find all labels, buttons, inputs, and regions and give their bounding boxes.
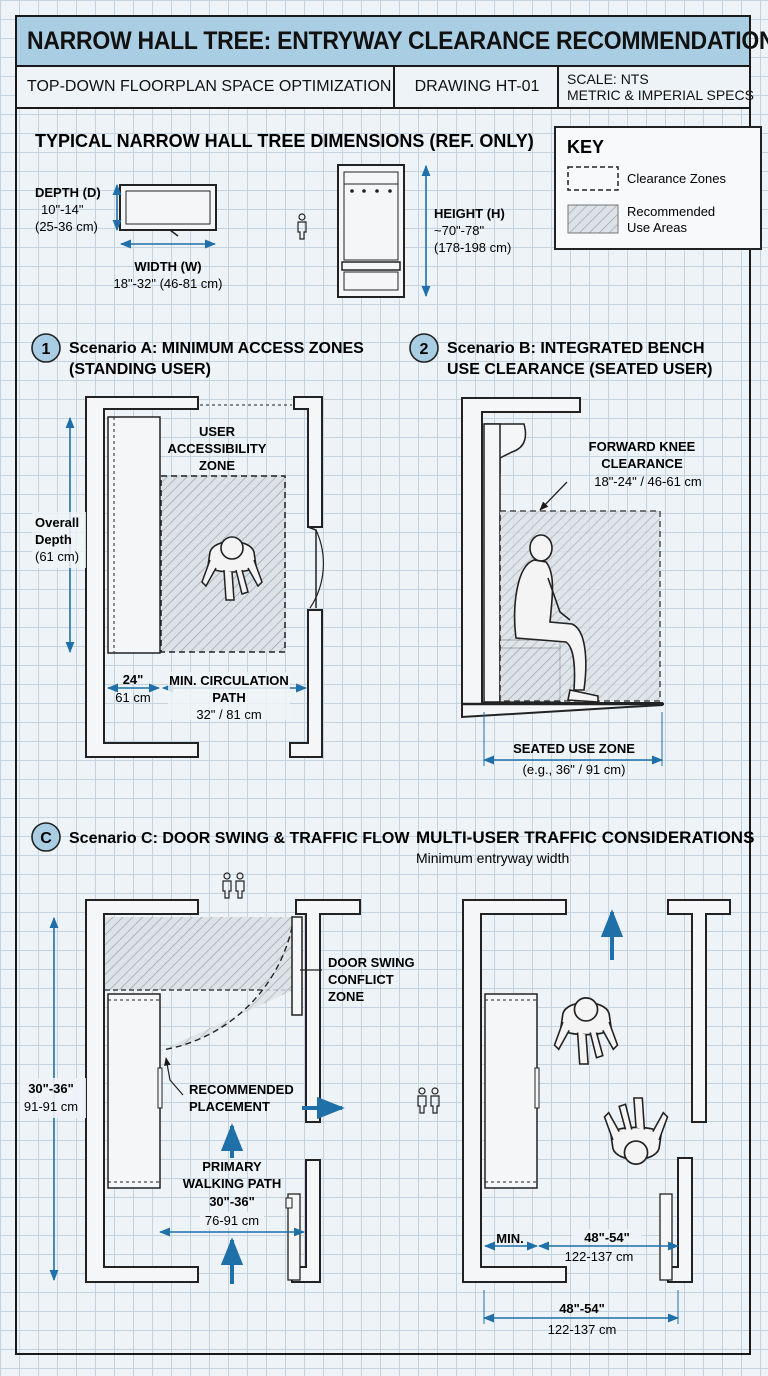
zone-label-3: ZONE xyxy=(199,458,235,473)
conflict-label-2: CONFLICT xyxy=(328,972,394,987)
scenario-a-badge xyxy=(31,333,61,363)
min-label: MIN. xyxy=(496,1231,523,1246)
passing-width-metric: 122-137 cm xyxy=(565,1249,634,1264)
scenario-b-title-1: Scenario B: INTEGRATED BENCH xyxy=(447,340,705,357)
seated-zone-value: (e.g., 36" / 91 cm) xyxy=(523,762,626,777)
total-width-imperial: 48"-54" xyxy=(559,1301,605,1316)
spec-line: METRIC & IMPERIAL SPECS xyxy=(567,87,754,103)
knee-label-2: CLEARANCE xyxy=(601,456,683,471)
conflict-label-1: DOOR SWING xyxy=(328,955,415,970)
width-value: 18"-32" (46-81 cm) xyxy=(114,276,223,291)
scenario-a-number: 1 xyxy=(42,341,51,358)
scale-line: SCALE: NTS xyxy=(567,71,649,87)
total-width-metric: 122-137 cm xyxy=(548,1322,617,1337)
subtitle-bar: TOP-DOWN FLOORPLAN SPACE OPTIMIZATION DR… xyxy=(17,67,754,109)
conflict-label-3: ZONE xyxy=(328,989,364,1004)
walking-path-2: WALKING PATH xyxy=(183,1176,281,1191)
hall-tree-front-view xyxy=(337,164,405,298)
scenario-b-title-2: USE CLEARANCE (SEATED USER) xyxy=(447,361,713,378)
multi-user-title: MULTI-USER TRAFFIC CONSIDERATIONS xyxy=(416,828,754,847)
width-label: WIDTH (W) xyxy=(134,259,201,274)
scenario-b-badge xyxy=(409,333,439,363)
hall-tree-c xyxy=(107,993,161,1189)
scenario-c-letter: C xyxy=(40,830,52,847)
hall-tree-a xyxy=(107,416,161,654)
scenario-a-title-1: Scenario A: MINIMUM ACCESS ZONES xyxy=(69,340,364,357)
knee-label-1: FORWARD KNEE xyxy=(589,439,696,454)
drawing-subtitle: TOP-DOWN FLOORPLAN SPACE OPTIMIZATION xyxy=(27,78,392,95)
legend-key: KEY Clearance Zones Recommended Use Area… xyxy=(554,126,762,250)
scale-person-icon xyxy=(297,213,307,240)
group-icon-2a xyxy=(417,1087,427,1114)
placement-label-2: PLACEMENT xyxy=(189,1099,270,1114)
multi-user-subtitle: Minimum entryway width xyxy=(416,850,569,866)
entry-width-metric: 91-91 cm xyxy=(24,1099,78,1114)
key-recommended-1: Recommended xyxy=(627,204,715,219)
group-icon-1b xyxy=(235,872,245,899)
drawing-frame xyxy=(15,15,751,1355)
door-swing-arc xyxy=(161,916,295,1051)
hall-tree-top-view xyxy=(119,184,217,237)
user-walking-up-icon xyxy=(553,997,619,1065)
passing-width-imperial: 48"-54" xyxy=(584,1230,630,1245)
scenario-c-walls xyxy=(85,899,361,1283)
depth-label: DEPTH (D) xyxy=(35,185,101,200)
depth-metric: (25-36 cm) xyxy=(35,219,98,234)
door-a xyxy=(307,526,317,608)
overall-depth-2: Depth xyxy=(35,532,72,547)
scenario-a-walls xyxy=(85,396,323,758)
walking-path-metric: 76-91 cm xyxy=(205,1213,259,1228)
placement-leader xyxy=(164,1057,184,1096)
door-conflict-zone xyxy=(105,917,294,990)
height-label: HEIGHT (H) xyxy=(434,206,505,221)
seated-user-icon xyxy=(513,534,599,703)
title-bar: NARROW HALL TREE: ENTRYWAY CLEARANCE REC… xyxy=(17,17,768,67)
overall-depth-3: (61 cm) xyxy=(35,549,79,564)
height-imperial: ~70"-78" xyxy=(434,223,484,238)
knee-leader xyxy=(539,481,568,511)
scenario-b-number: 2 xyxy=(420,341,429,358)
depth-imperial: 10"-14" xyxy=(41,202,84,217)
entry-width-imperial: 30"-36" xyxy=(28,1081,74,1096)
circulation-label-1: MIN. CIRCULATION xyxy=(169,673,289,688)
multi-user-walls xyxy=(462,899,731,1283)
dimensions-heading: TYPICAL NARROW HALL TREE DIMENSIONS (REF… xyxy=(35,131,534,151)
drawing-scale: SCALE: NTS METRIC & IMPERIAL SPECS xyxy=(557,67,754,107)
hall-tree-multi xyxy=(484,993,538,1189)
unit-metric: 61 cm xyxy=(115,690,150,705)
scenario-c-badge xyxy=(31,822,61,852)
scenario-a-title-2: (STANDING USER) xyxy=(69,361,211,378)
walking-path-1: PRIMARY xyxy=(202,1159,262,1174)
door-c xyxy=(291,916,303,1016)
overall-depth-1: Overall xyxy=(35,515,79,530)
circulation-label-2: PATH xyxy=(212,690,245,705)
scenario-c-title: Scenario C: DOOR SWING & TRAFFIC FLOW xyxy=(69,830,410,847)
seated-zone-label: SEATED USE ZONE xyxy=(513,741,635,756)
height-metric: (178-198 cm) xyxy=(434,240,511,255)
clearance-swatch xyxy=(567,166,619,191)
placement-label-1: RECOMMENDED xyxy=(189,1082,294,1097)
knee-value: 18"-24" / 46-61 cm xyxy=(594,474,702,489)
hall-tree-b xyxy=(483,423,501,703)
walking-path-imperial: 30"-36" xyxy=(209,1194,255,1209)
drawing-number: DRAWING HT-01 xyxy=(393,67,559,107)
circulation-value: 32" / 81 cm xyxy=(196,707,261,722)
user-walking-down-icon xyxy=(603,1097,669,1165)
group-icon-1a xyxy=(222,872,232,899)
zone-label-2: ACCESSIBILITY xyxy=(168,441,267,456)
key-clearance: Clearance Zones xyxy=(627,171,726,186)
group-icon-2b xyxy=(430,1087,440,1114)
key-title: KEY xyxy=(567,137,604,157)
drawing-title: NARROW HALL TREE: ENTRYWAY CLEARANCE REC… xyxy=(27,27,768,55)
recommended-swatch xyxy=(567,204,619,234)
key-recommended-2: Use Areas xyxy=(627,220,687,235)
unit-imperial: 24" xyxy=(123,672,144,687)
zone-label-1: USER xyxy=(199,424,236,439)
